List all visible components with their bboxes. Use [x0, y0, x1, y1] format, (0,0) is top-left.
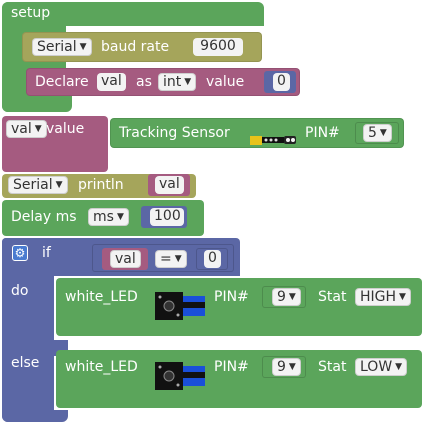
assign-value-label: value — [46, 121, 85, 137]
as-label: as — [136, 74, 152, 90]
println-serial-label: Serial — [13, 177, 53, 193]
println-var: val — [155, 176, 184, 194]
if-block-spine — [2, 238, 54, 422]
chevron-down-icon: ▼ — [55, 180, 63, 190]
setup-label: setup — [11, 5, 51, 21]
type-dropdown-label: int — [163, 74, 182, 90]
chevron-down-icon: ▼ — [79, 42, 87, 52]
delay-label: Delay ms — [11, 209, 77, 225]
led-else-pin-value: 9 — [277, 359, 286, 375]
chevron-down-icon: ▼ — [399, 292, 406, 302]
setup-block-body — [2, 2, 264, 26]
init-value-input[interactable]: 0 — [273, 73, 290, 91]
tracking-sensor-module-icon — [250, 134, 296, 146]
led-module-icon — [155, 362, 205, 390]
tracking-pin-dropdown[interactable]: 5▼ — [363, 124, 392, 142]
led-do-pin-value: 9 — [277, 289, 286, 305]
led-do-stat-dropdown[interactable]: HIGH▼ — [355, 288, 411, 306]
led-else-stat-dropdown[interactable]: LOW▼ — [355, 358, 408, 376]
baud-rate-input[interactable]: 9600 — [193, 38, 243, 56]
if-label: if — [42, 245, 51, 261]
chevron-down-icon: ▼ — [395, 362, 403, 372]
if-block-middle — [2, 340, 68, 356]
serial-dropdown[interactable]: Serial▼ — [32, 38, 92, 56]
led-do-pin-dropdown[interactable]: 9▼ — [272, 288, 301, 306]
chevron-down-icon: ▼ — [288, 362, 296, 372]
chevron-down-icon: ▼ — [34, 124, 42, 134]
operator-label: = — [160, 251, 172, 267]
led-else-pin-dropdown[interactable]: 9▼ — [272, 358, 301, 376]
led-do-stat-value: HIGH — [360, 289, 397, 305]
condition-right-input[interactable]: 0 — [204, 250, 221, 268]
chevron-down-icon: ▼ — [288, 292, 296, 302]
tracking-sensor-label: Tracking Sensor — [119, 125, 230, 141]
chevron-down-icon: ▼ — [174, 254, 182, 264]
if-block-bottom — [2, 410, 68, 422]
tracking-pin-label: PIN# — [305, 125, 340, 141]
operator-dropdown[interactable]: =▼ — [155, 250, 187, 268]
led-do-stat-label: Stat — [318, 289, 347, 305]
do-label: do — [11, 283, 29, 299]
delay-value-input[interactable]: 100 — [150, 208, 184, 226]
chevron-down-icon: ▼ — [116, 212, 124, 222]
serial-dropdown-label: Serial — [37, 39, 77, 55]
assign-var-label: val — [11, 121, 32, 137]
delay-unit-dropdown[interactable]: ms▼ — [88, 208, 129, 226]
led-else-label: white_LED — [65, 359, 138, 375]
chevron-down-icon: ▼ — [379, 128, 387, 138]
led-do-pin-label: PIN# — [214, 289, 249, 305]
led-else-pin-label: PIN# — [214, 359, 249, 375]
led-else-stat-label: Stat — [318, 359, 347, 375]
value-label: value — [206, 74, 245, 90]
gear-icon[interactable]: ⚙ — [12, 245, 28, 261]
condition-left-var: val — [110, 250, 141, 268]
else-label: else — [11, 355, 40, 371]
chevron-down-icon: ▼ — [184, 77, 192, 87]
assign-var-dropdown[interactable]: val▼ — [6, 120, 47, 138]
println-label: println — [78, 177, 124, 193]
led-do-block[interactable] — [56, 278, 422, 336]
delay-unit-label: ms — [93, 209, 114, 225]
println-serial-dropdown[interactable]: Serial▼ — [8, 176, 68, 194]
led-do-label: white_LED — [65, 289, 138, 305]
type-dropdown[interactable]: int▼ — [158, 73, 197, 91]
led-else-stat-value: LOW — [360, 359, 393, 375]
declare-var-input[interactable]: val — [97, 73, 126, 91]
setup-block-bottom — [2, 94, 72, 112]
led-module-icon — [155, 292, 205, 320]
tracking-pin-value: 5 — [368, 125, 377, 141]
baud-rate-label: baud rate — [101, 39, 170, 55]
declare-label: Declare — [35, 74, 89, 90]
